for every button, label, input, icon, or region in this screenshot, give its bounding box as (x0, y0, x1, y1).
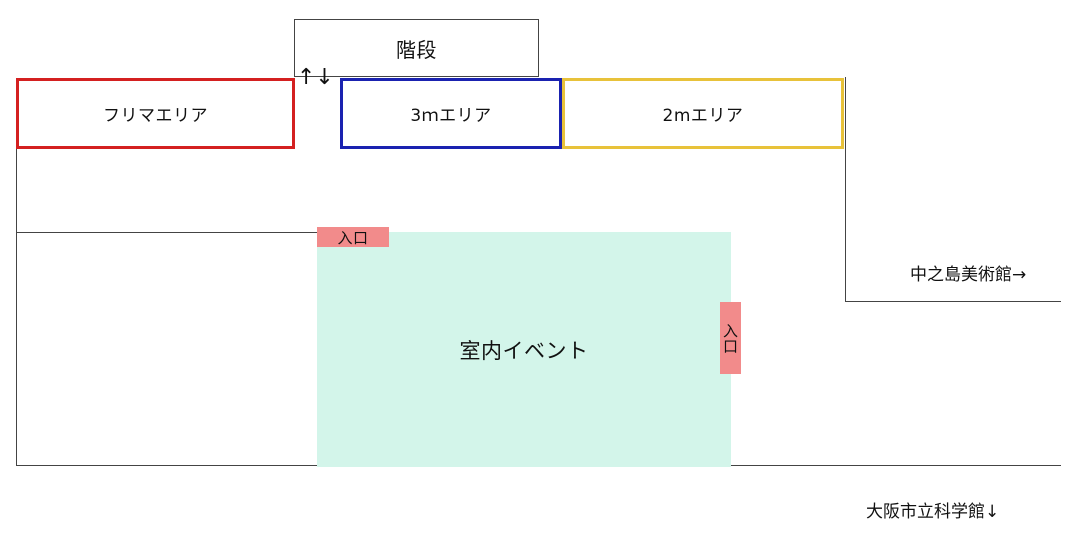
bottom-left-boundary-line (16, 465, 317, 466)
three-meter-area-label: 3ｍエリア (410, 106, 492, 126)
entrance-side-label: 入口 (721, 322, 739, 354)
bottom-right-boundary-line (731, 465, 1061, 466)
three-meter-area: 3ｍエリア (340, 78, 562, 149)
flea-market-area: フリマエリア (16, 78, 295, 149)
inner-upper-boundary-line (16, 232, 317, 233)
indoor-event-label: 室内イベント (459, 338, 589, 363)
entrance-side-badge: 入口 (720, 302, 741, 374)
museum-path-line (845, 301, 1061, 302)
science-museum-direction-label: 大阪市立科学館↓ (866, 502, 1000, 522)
entrance-top-label: 入口 (337, 228, 369, 247)
stairs-label: 階段 (396, 37, 437, 62)
indoor-event-area: 室内イベント (317, 232, 731, 467)
museum-direction-label: 中之島美術館→ (910, 265, 1027, 285)
flea-market-area-label: フリマエリア (103, 106, 208, 126)
left-boundary-line (16, 148, 17, 466)
right-boundary-line (845, 77, 846, 302)
stairs-up-down-arrows: ↑↓ (297, 65, 334, 90)
stairs-box: 階段 (294, 19, 539, 77)
two-meter-area-label: 2mエリア (662, 106, 744, 126)
entrance-top-badge: 入口 (317, 227, 389, 247)
two-meter-area: 2mエリア (562, 78, 844, 149)
